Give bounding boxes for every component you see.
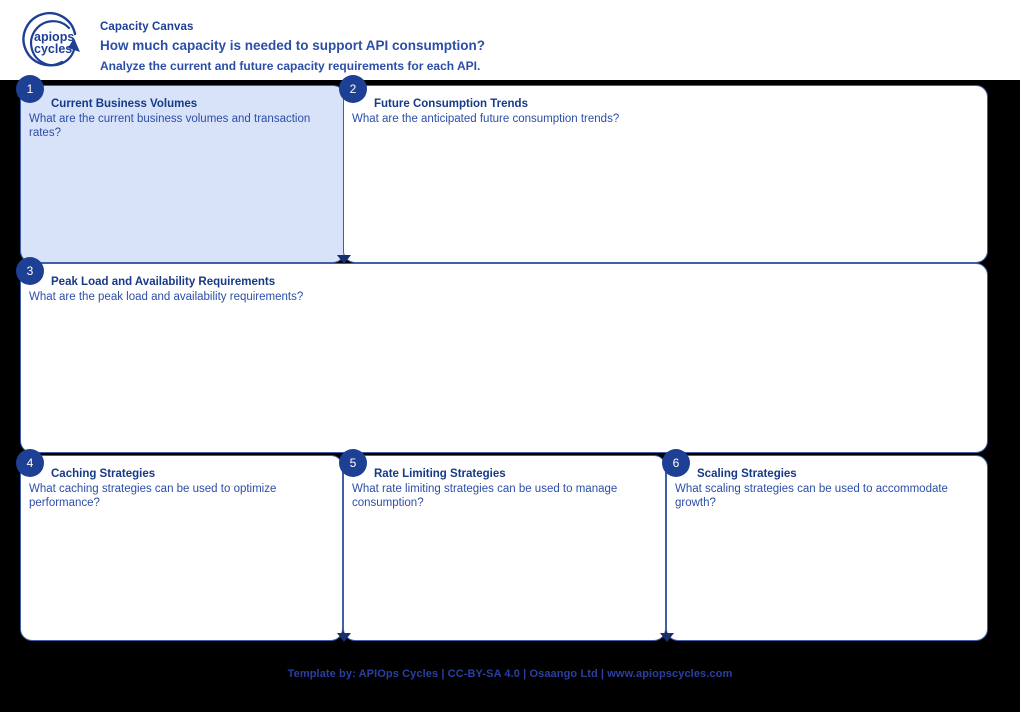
divider-tick-row3-right [660, 633, 674, 642]
box-prompt-6: What scaling strategies can be used to a… [675, 483, 948, 509]
canvas-box-current-business-volumes[interactable]: Current Business Volumes What are the cu… [20, 85, 345, 263]
box-header-6: Scaling Strategies What scaling strategi… [675, 467, 977, 510]
box-title-6: Scaling Strategies [697, 468, 797, 480]
canvas-box-scaling-strategies[interactable]: Scaling Strategies What scaling strategi… [666, 455, 988, 641]
box-header-5: Rate Limiting Strategies What rate limit… [352, 467, 655, 510]
footer-attribution: Template by: APIOps Cycles | CC-BY-SA 4.… [287, 668, 733, 680]
box-header-3: Peak Load and Availability Requirements … [29, 275, 977, 304]
box-badge-6: 6 [662, 449, 690, 477]
canvas-area: Current Business Volumes What are the cu… [0, 75, 1020, 658]
header-text-block: Capacity Canvas How much capacity is nee… [100, 19, 485, 76]
page-header: apiops cycles Capacity Canvas How much c… [0, 0, 1020, 80]
svg-text:cycles: cycles [34, 42, 72, 56]
box-header-1: Current Business Volumes What are the cu… [29, 97, 334, 140]
header-subtitle: Analyze the current and future capacity … [100, 59, 481, 73]
box-title-1: Current Business Volumes [51, 98, 198, 110]
header-question: How much capacity is needed to support A… [100, 38, 486, 53]
page-title: Capacity Canvas [100, 21, 194, 33]
box-title-5: Rate Limiting Strategies [374, 468, 506, 480]
box-prompt-2: What are the anticipated future consumpt… [352, 113, 620, 125]
box-header-2: Future Consumption Trends What are the a… [352, 97, 977, 126]
canvas-box-peak-load-availability[interactable]: Peak Load and Availability Requirements … [20, 263, 988, 453]
box-title-4: Caching Strategies [51, 468, 156, 480]
box-header-4: Caching Strategies What caching strategi… [29, 467, 332, 510]
box-badge-3: 3 [16, 257, 44, 285]
box-badge-5: 5 [339, 449, 367, 477]
box-prompt-5: What rate limiting strategies can be use… [352, 483, 618, 509]
box-badge-1: 1 [16, 75, 44, 103]
box-title-2: Future Consumption Trends [374, 98, 528, 110]
canvas-box-future-consumption-trends[interactable]: Future Consumption Trends What are the a… [343, 85, 988, 263]
box-prompt-3: What are the peak load and availability … [29, 291, 304, 303]
canvas-box-caching-strategies[interactable]: Caching Strategies What caching strategi… [20, 455, 343, 641]
box-prompt-4: What caching strategies can be used to o… [29, 483, 277, 509]
box-badge-2: 2 [339, 75, 367, 103]
box-title-3: Peak Load and Availability Requirements [51, 276, 276, 288]
divider-tick-row3-left [337, 633, 351, 642]
apiops-cycles-logo-icon: apiops cycles [12, 8, 92, 76]
box-badge-4: 4 [16, 449, 44, 477]
canvas-box-rate-limiting-strategies[interactable]: Rate Limiting Strategies What rate limit… [343, 455, 666, 641]
divider-tick-row1 [337, 255, 351, 264]
svg-text:apiops: apiops [34, 30, 74, 44]
box-prompt-1: What are the current business volumes an… [29, 113, 311, 139]
